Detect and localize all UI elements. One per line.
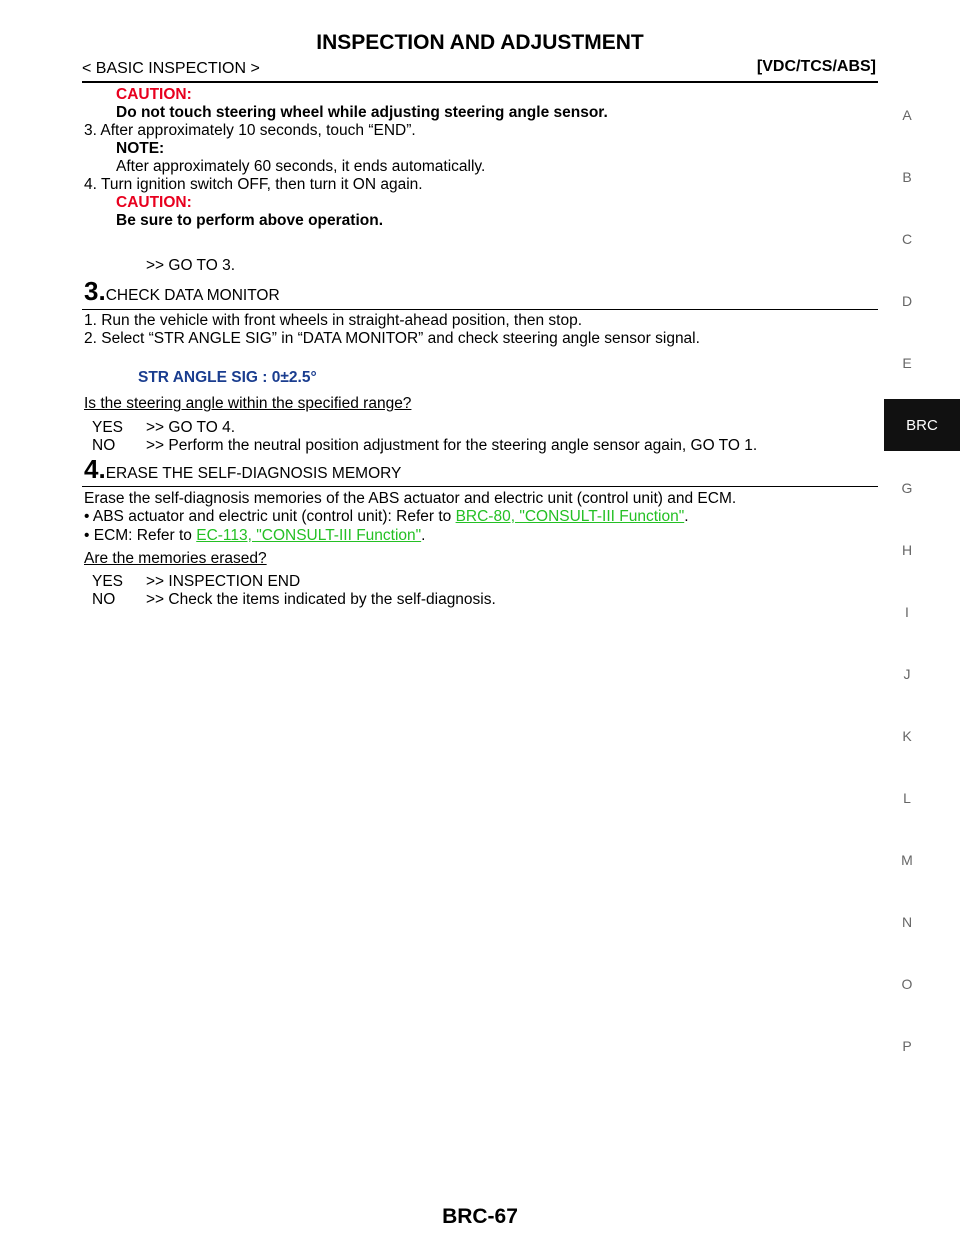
note-text: After approximately 60 seconds, it ends … [116, 158, 486, 175]
index-letter-n[interactable]: N [901, 914, 913, 930]
caution-label: CAUTION: [116, 86, 192, 103]
index-letter-i[interactable]: I [905, 604, 909, 620]
caution-text-2: Be sure to perform above operation. [116, 212, 383, 229]
no-label-3: NO [92, 437, 116, 454]
header-divider [82, 81, 878, 83]
caution-label-2: CAUTION: [116, 194, 192, 211]
goto-step-3: >> GO TO 3. [146, 257, 236, 274]
step-4-bullet-1: • ABS actuator and electric unit (contro… [84, 508, 689, 526]
index-letter-l[interactable]: L [903, 790, 911, 806]
bullet-1-prefix: • ABS actuator and electric unit (contro… [84, 508, 456, 525]
step-4-text: Erase the self-diagnosis memories of the… [84, 490, 737, 507]
procedure-item-4: 4. Turn ignition switch OFF, then turn i… [84, 176, 423, 193]
index-letter-m[interactable]: M [901, 852, 913, 868]
index-tab-brc[interactable]: BRC [884, 399, 960, 451]
step-3-item-2: 2. Select “STR ANGLE SIG” in “DATA MONIT… [84, 330, 700, 347]
yes-result-3: >> GO TO 4. [146, 419, 236, 436]
step-4-divider [82, 486, 878, 487]
step-3-divider [82, 309, 878, 310]
no-label-4: NO [92, 591, 116, 608]
index-letter-e[interactable]: E [902, 355, 912, 371]
index-letter-a[interactable]: A [902, 107, 912, 123]
caution-text: Do not touch steering wheel while adjust… [116, 104, 608, 121]
no-result-4: >> Check the items indicated by the self… [146, 591, 496, 608]
index-letter-j[interactable]: J [903, 666, 911, 682]
index-letter-c[interactable]: C [901, 231, 913, 247]
brc-80-link[interactable]: BRC-80, "CONSULT-III Function" [455, 508, 685, 525]
step-4-title: ERASE THE SELF-DIAGNOSIS MEMORY [105, 465, 402, 482]
step-3-title: CHECK DATA MONITOR [105, 287, 280, 304]
step-4-heading: 4.ERASE THE SELF-DIAGNOSIS MEMORY [84, 454, 401, 485]
section-label: < BASIC INSPECTION > [82, 60, 260, 77]
bullet-1-suffix: . [684, 508, 689, 525]
step-4-bullet-2: • ECM: Refer to EC-113, "CONSULT-III Fun… [84, 527, 425, 545]
yes-label-4: YES [92, 573, 124, 590]
step-3-number: 3. [84, 276, 106, 306]
system-label: [VDC/TCS/ABS] [756, 58, 876, 75]
index-letter-d[interactable]: D [901, 293, 913, 309]
index-letter-g[interactable]: G [901, 480, 913, 496]
step-3-question: Is the steering angle within the specifi… [84, 395, 412, 412]
index-letter-h[interactable]: H [901, 542, 913, 558]
bullet-2-suffix: . [421, 527, 426, 544]
page-number: BRC-67 [442, 1205, 518, 1228]
yes-result-4: >> INSPECTION END [146, 573, 301, 590]
no-result-3: >> Perform the neutral position adjustme… [146, 437, 758, 454]
step-4-question: Are the memories erased? [84, 550, 267, 567]
yes-label-3: YES [92, 419, 124, 436]
index-letter-o[interactable]: O [901, 976, 913, 992]
step-3-heading: 3.CHECK DATA MONITOR [84, 276, 280, 307]
ec-113-link[interactable]: EC-113, "CONSULT-III Function" [196, 527, 422, 544]
step-4-number: 4. [84, 454, 106, 484]
index-letter-p[interactable]: P [902, 1038, 912, 1054]
step-3-item-1: 1. Run the vehicle with front wheels in … [84, 312, 583, 329]
procedure-item-3: 3. After approximately 10 seconds, touch… [84, 122, 416, 139]
spec-value: STR ANGLE SIG : 0±2.5° [138, 369, 317, 386]
page-title: INSPECTION AND ADJUSTMENT [316, 31, 644, 54]
note-label: NOTE: [116, 140, 165, 157]
index-letter-b[interactable]: B [902, 169, 912, 185]
index-letter-k[interactable]: K [902, 728, 912, 744]
bullet-2-prefix: • ECM: Refer to [84, 527, 197, 544]
